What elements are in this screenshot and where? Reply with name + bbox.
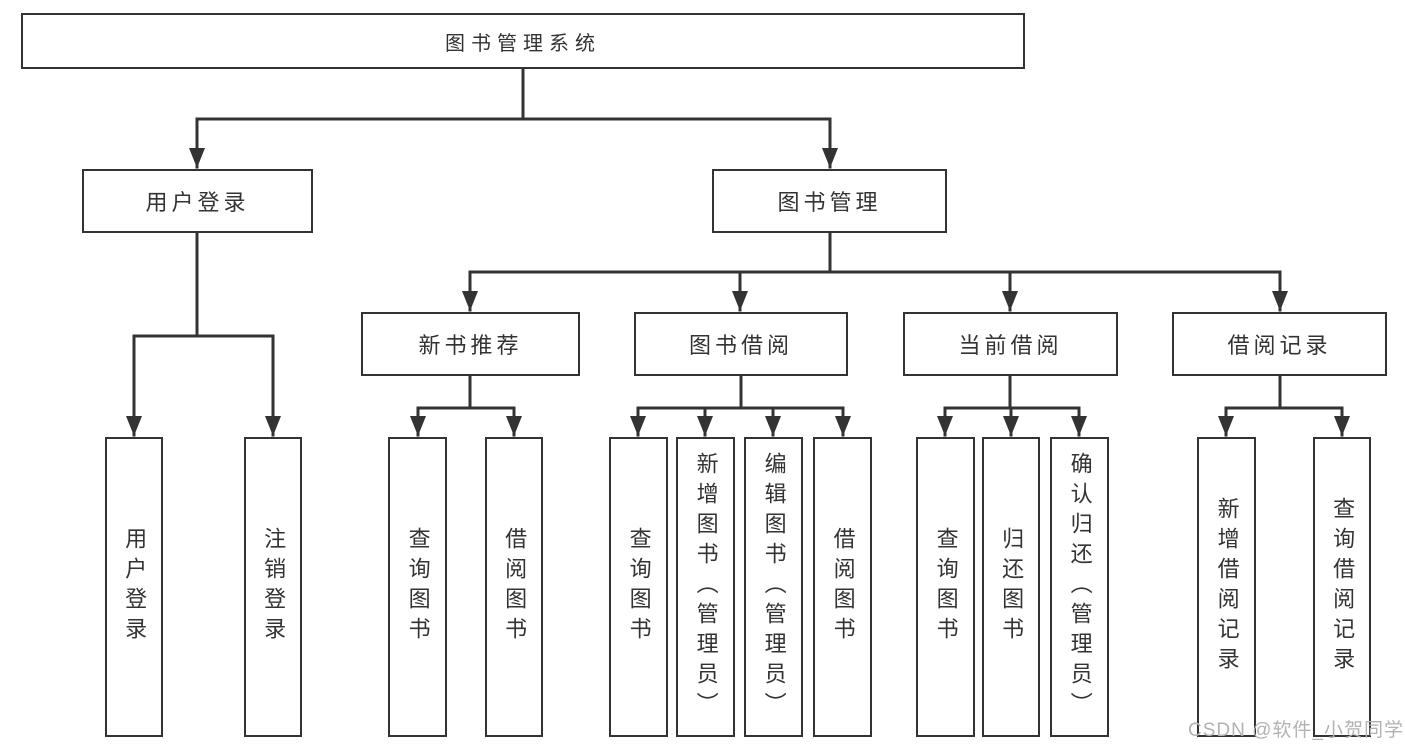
- leaf-query-borrow-record: 查询借阅记录: [1313, 437, 1371, 737]
- leaf-borrow-books: 借阅图书: [813, 437, 872, 737]
- leaf-edit-books-admin: 编辑图书（管理员）: [744, 437, 803, 737]
- leaf-label: 查询借阅记录: [1330, 497, 1356, 677]
- node-label: 新书推荐: [418, 333, 523, 358]
- leaf-add-borrow-record: 新增借阅记录: [1197, 437, 1256, 737]
- leaf-logout: 注销登录: [244, 437, 302, 737]
- node-book-management: 图书管理: [712, 169, 947, 233]
- node-user-login: 用户登录: [82, 169, 313, 233]
- leaf-label: 新增图书（管理员）: [693, 452, 719, 722]
- node-root: 图书管理系统: [21, 13, 1025, 69]
- leaf-label: 确认归还（管理员）: [1067, 452, 1093, 722]
- node-book-borrowing: 图书借阅: [634, 312, 848, 376]
- leaf-label: 查询图书: [626, 527, 652, 647]
- leaf-label: 借阅图书: [502, 527, 528, 647]
- csdn-watermark: CSDN @软件_小贺同学: [1188, 720, 1404, 741]
- leaf-user-login: 用户登录: [105, 437, 163, 737]
- leaf-query-books-current: 查询图书: [916, 437, 975, 737]
- leaf-label: 查询图书: [405, 527, 431, 647]
- node-new-book-recommend: 新书推荐: [361, 312, 580, 376]
- node-label: 图书管理: [777, 190, 882, 215]
- node-label: 图书借阅: [688, 333, 793, 358]
- leaf-add-books-admin: 新增图书（管理员）: [676, 437, 735, 737]
- node-current-borrowing: 当前借阅: [903, 312, 1118, 376]
- node-label: 当前借阅: [958, 333, 1063, 358]
- leaf-return-books: 归还图书: [982, 437, 1040, 737]
- leaf-label: 注销登录: [261, 527, 287, 647]
- leaf-borrow-books-recommend: 借阅图书: [485, 437, 543, 737]
- leaf-label: 编辑图书（管理员）: [761, 452, 787, 722]
- leaf-confirm-return-admin: 确认归还（管理员）: [1050, 437, 1109, 737]
- leaf-label: 新增借阅记录: [1214, 497, 1240, 677]
- node-borrowing-records: 借阅记录: [1172, 312, 1387, 376]
- leaf-label: 借阅图书: [830, 527, 856, 647]
- leaf-label: 查询图书: [933, 527, 959, 647]
- node-label: 借阅记录: [1227, 333, 1332, 358]
- leaf-query-books-recommend: 查询图书: [388, 437, 447, 737]
- leaf-label: 用户登录: [122, 527, 148, 647]
- node-label: 用户登录: [145, 190, 250, 215]
- node-root-label: 图书管理系统: [445, 32, 601, 55]
- leaf-query-books-borrow: 查询图书: [609, 437, 668, 737]
- leaf-label: 归还图书: [999, 527, 1025, 647]
